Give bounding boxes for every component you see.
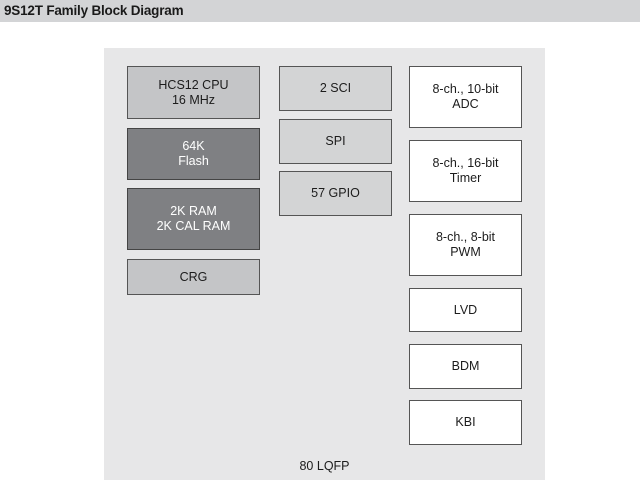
diagram-title: 9S12T Family Block Diagram bbox=[4, 3, 184, 18]
block-pwm-line-2: PWM bbox=[450, 245, 481, 259]
block-adc-line-2: ADC bbox=[452, 97, 479, 111]
title-bar: 9S12T Family Block Diagram bbox=[0, 0, 640, 22]
block-pwm-line-1: 8-ch., 8-bit bbox=[435, 230, 496, 244]
block-ram-line-2: 2K CAL RAM bbox=[156, 219, 231, 233]
block-lvd: LVD bbox=[409, 288, 522, 332]
block-timer-line-1: 8-ch., 16-bit bbox=[432, 156, 499, 170]
block-gpio-label: 57 GPIO bbox=[311, 186, 360, 200]
block-bdm-label: BDM bbox=[451, 359, 480, 373]
block-ram-line-1: 2K RAM bbox=[170, 204, 217, 218]
block-spi-label: SPI bbox=[325, 134, 346, 148]
block-adc: 8-ch., 10-bit ADC bbox=[409, 66, 522, 128]
package-label: 80 LQFP bbox=[299, 459, 350, 473]
block-crg: CRG bbox=[127, 259, 260, 295]
block-timer-line-2: Timer bbox=[449, 171, 482, 185]
block-cpu-line-2: 16 MHz bbox=[171, 92, 216, 107]
block-gpio: 57 GPIO bbox=[279, 171, 392, 216]
block-crg-label: CRG bbox=[179, 269, 208, 284]
block-pwm: 8-ch., 8-bit PWM bbox=[409, 214, 522, 276]
block-kbi: KBI bbox=[409, 400, 522, 445]
block-lvd-label: LVD bbox=[453, 302, 478, 317]
block-sci: 2 SCI bbox=[279, 66, 392, 111]
block-flash: 64K Flash bbox=[127, 128, 260, 180]
block-sci-label: 2 SCI bbox=[319, 81, 352, 95]
block-timer: 8-ch., 16-bit Timer bbox=[409, 140, 522, 202]
block-flash-line-1: 64K bbox=[182, 139, 205, 153]
block-bdm: BDM bbox=[409, 344, 522, 389]
block-adc-line-1: 8-ch., 10-bit bbox=[432, 82, 499, 96]
block-kbi-label: KBI bbox=[455, 415, 476, 429]
block-cpu: HCS12 CPU 16 MHz bbox=[127, 66, 260, 119]
block-flash-line-2: Flash bbox=[178, 154, 209, 168]
block-spi: SPI bbox=[279, 119, 392, 164]
block-cpu-line-1: HCS12 CPU bbox=[158, 77, 229, 92]
block-ram: 2K RAM 2K CAL RAM bbox=[127, 188, 260, 250]
chip-package-frame: HCS12 CPU 16 MHz 64K Flash 2K RAM 2K CAL… bbox=[104, 48, 545, 480]
